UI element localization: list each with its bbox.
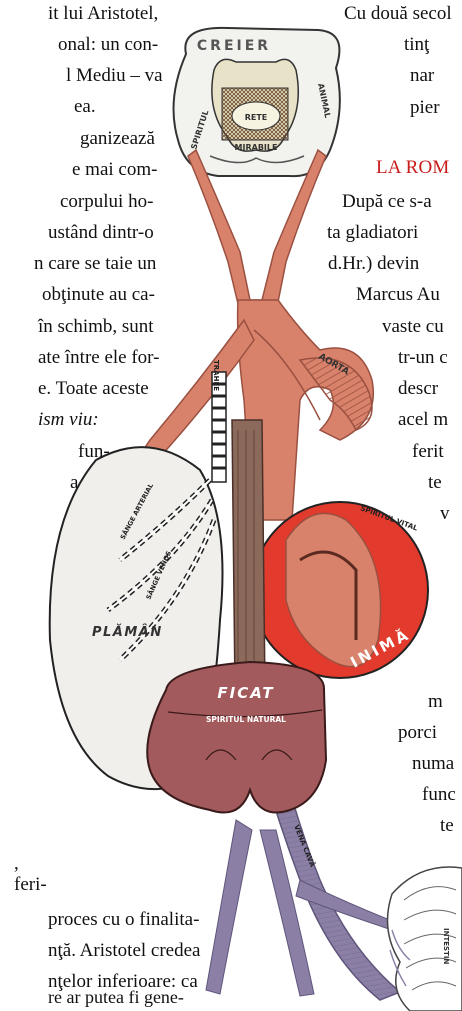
- left-line-9: n care se taie un: [34, 252, 156, 275]
- right-line-3: nar: [410, 64, 434, 87]
- left-line-15: fun-: [78, 440, 110, 463]
- right-line-12: acel m: [398, 408, 448, 431]
- left-bottom-4: nţă. Aristotel credea: [48, 939, 200, 962]
- label-natural-spirit: SPIRITUL NATURAL: [206, 715, 286, 724]
- right-line-4: pier: [410, 96, 440, 119]
- right-line-17: porci: [398, 721, 437, 744]
- label-lung: PLĂMÂN: [92, 624, 163, 640]
- right-line-20: te: [440, 814, 454, 837]
- right-line-1: Cu două secol: [344, 2, 452, 25]
- right-line-19: func: [422, 783, 456, 806]
- left-line-12: ate între ele for-: [38, 346, 159, 369]
- right-line-10: tr-un c: [398, 346, 448, 369]
- left-line-3: l Mediu – va: [66, 64, 163, 87]
- left-line-7: corpului ho-: [60, 190, 153, 213]
- left-line-16: a: [70, 471, 78, 494]
- right-line-16: m: [428, 690, 443, 713]
- right-line-9: vaste cu: [382, 315, 444, 338]
- left-line-13: e. Toate aceste: [38, 377, 149, 400]
- label-trachea: TRAHEE: [212, 360, 220, 391]
- label-brain: CREIER: [197, 38, 271, 54]
- left-line-5: ganizează: [80, 127, 155, 150]
- left-line-4: ea.: [74, 95, 96, 118]
- left-bottom-6: re ar putea fi gene-: [48, 986, 184, 1009]
- section-heading: LA ROM: [376, 156, 450, 179]
- left-line-10: obţinute au ca-: [42, 283, 155, 306]
- label-rete: RETE: [245, 113, 268, 122]
- left-bottom-2: feri-: [14, 873, 47, 896]
- right-line-15: v: [440, 502, 450, 525]
- heart-shape: [252, 502, 428, 678]
- left-line-11: în schimb, sunt: [38, 315, 154, 338]
- right-line-8: Marcus Au: [356, 283, 440, 306]
- left-bottom-1: ,: [14, 852, 19, 875]
- left-line-14: ism viu:: [38, 408, 99, 431]
- left-line-2: onal: un con-: [58, 33, 158, 56]
- left-line-1: it lui Aristotel,: [48, 2, 158, 25]
- right-line-2: tinţ: [404, 33, 429, 56]
- left-bottom-3: proces cu o finalita-: [48, 908, 199, 931]
- label-liver: FICAT: [217, 684, 274, 702]
- label-mirabile: MIRABILE: [235, 143, 278, 152]
- label-intestine: INTESTIN: [442, 928, 450, 964]
- right-line-6: ta gladiatori: [327, 221, 418, 244]
- left-line-6: e mai com-: [72, 158, 157, 181]
- right-line-13: ferit: [412, 440, 444, 463]
- right-line-5: După ce s-a: [342, 190, 432, 213]
- right-line-7: d.Hr.) devin: [328, 252, 419, 275]
- right-line-11: descr: [398, 377, 438, 400]
- right-line-18: numa: [412, 752, 454, 775]
- left-line-8: ustând dintr-o: [48, 221, 154, 244]
- right-line-14: te: [428, 471, 442, 494]
